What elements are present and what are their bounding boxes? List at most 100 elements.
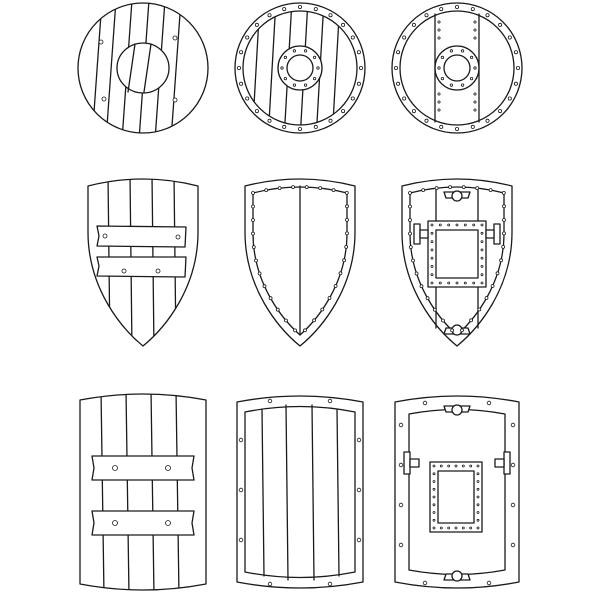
rivet bbox=[350, 96, 355, 101]
rivet bbox=[275, 307, 280, 312]
rivet bbox=[472, 281, 476, 285]
rivet bbox=[282, 7, 287, 12]
rivet bbox=[411, 22, 416, 27]
rivet bbox=[402, 96, 407, 101]
rivet bbox=[437, 66, 441, 70]
shield-planks bbox=[100, 394, 180, 590]
rivet bbox=[469, 77, 474, 81]
rivet bbox=[440, 55, 444, 60]
rivet bbox=[498, 22, 503, 27]
rivet bbox=[239, 81, 244, 86]
rivet bbox=[473, 36, 477, 40]
rivet bbox=[476, 518, 480, 522]
rivet bbox=[437, 92, 441, 96]
rivet bbox=[251, 204, 255, 209]
rivet bbox=[257, 271, 262, 276]
rivet bbox=[283, 77, 287, 81]
rivet bbox=[331, 188, 336, 193]
rivet bbox=[408, 231, 412, 236]
rivet bbox=[476, 495, 480, 499]
rivet bbox=[396, 81, 401, 86]
rivet bbox=[439, 124, 444, 129]
rivet bbox=[454, 526, 458, 530]
rivet bbox=[473, 28, 477, 32]
round-rimmed-shield bbox=[234, 2, 366, 134]
shield-rivets bbox=[251, 185, 349, 333]
rivet bbox=[480, 223, 484, 227]
rivet bbox=[251, 191, 255, 195]
rivet bbox=[434, 186, 439, 191]
rivet bbox=[345, 231, 349, 236]
rivet bbox=[345, 217, 349, 222]
rivet bbox=[437, 36, 441, 40]
shield-boss bbox=[434, 45, 480, 91]
shield-rim bbox=[408, 408, 506, 576]
rivet bbox=[447, 281, 451, 285]
rivet bbox=[440, 77, 444, 81]
rivet bbox=[469, 464, 473, 468]
rivet bbox=[267, 13, 272, 18]
shield-crossbar bbox=[96, 256, 187, 278]
shield-rivets bbox=[98, 35, 178, 103]
rivet bbox=[284, 318, 288, 323]
shield-rivets bbox=[236, 5, 363, 132]
plate-rivets bbox=[430, 223, 484, 285]
rivet bbox=[356, 81, 361, 86]
rivet bbox=[437, 28, 441, 32]
shield-planks bbox=[261, 404, 340, 581]
left-handle bbox=[403, 451, 420, 475]
rivet bbox=[344, 190, 349, 195]
rivet bbox=[328, 13, 333, 18]
shield-crossbar bbox=[91, 455, 195, 481]
rivet bbox=[438, 281, 442, 285]
rivet bbox=[495, 271, 500, 276]
rivet bbox=[341, 109, 346, 114]
rivet bbox=[480, 264, 484, 268]
rivet bbox=[342, 258, 347, 263]
rivet bbox=[447, 223, 451, 227]
rivet bbox=[501, 190, 506, 195]
tower-rimmed-shield bbox=[236, 395, 364, 589]
shield-rivets bbox=[393, 5, 521, 132]
shield-rivets bbox=[408, 185, 506, 333]
rivet bbox=[430, 240, 434, 244]
rivet bbox=[476, 511, 480, 514]
shield-rivets bbox=[102, 233, 181, 274]
rivet bbox=[439, 526, 443, 530]
rivet bbox=[338, 271, 343, 276]
rivet bbox=[313, 7, 318, 12]
rivet bbox=[267, 118, 272, 123]
rivet bbox=[424, 13, 429, 18]
rivet bbox=[312, 318, 317, 323]
rivet bbox=[454, 464, 458, 468]
rivet bbox=[473, 108, 477, 112]
shield-plate bbox=[427, 220, 487, 288]
tower-plank-shield bbox=[79, 393, 207, 591]
shield-boss bbox=[116, 42, 170, 94]
rivet bbox=[447, 526, 451, 530]
top-clasp bbox=[443, 190, 471, 202]
rivet bbox=[470, 7, 475, 12]
rivet bbox=[356, 50, 361, 55]
shield-rim bbox=[399, 10, 515, 126]
rivet bbox=[236, 66, 241, 71]
rivet bbox=[251, 231, 255, 236]
rivet bbox=[473, 100, 477, 104]
rivet bbox=[461, 464, 465, 468]
rivet bbox=[473, 92, 477, 96]
rivet bbox=[350, 35, 355, 40]
rivet bbox=[485, 118, 490, 123]
rivet bbox=[341, 22, 346, 27]
rivet bbox=[480, 248, 484, 252]
rivet bbox=[245, 96, 250, 101]
rivet bbox=[480, 273, 484, 277]
rivet bbox=[460, 83, 465, 87]
rivet bbox=[516, 66, 521, 71]
rivet bbox=[424, 118, 429, 123]
rivet bbox=[254, 109, 259, 114]
rivet bbox=[437, 100, 441, 104]
rivet bbox=[469, 318, 474, 323]
shield-plate bbox=[429, 461, 483, 533]
rivet bbox=[461, 526, 465, 530]
rivet bbox=[432, 503, 436, 507]
